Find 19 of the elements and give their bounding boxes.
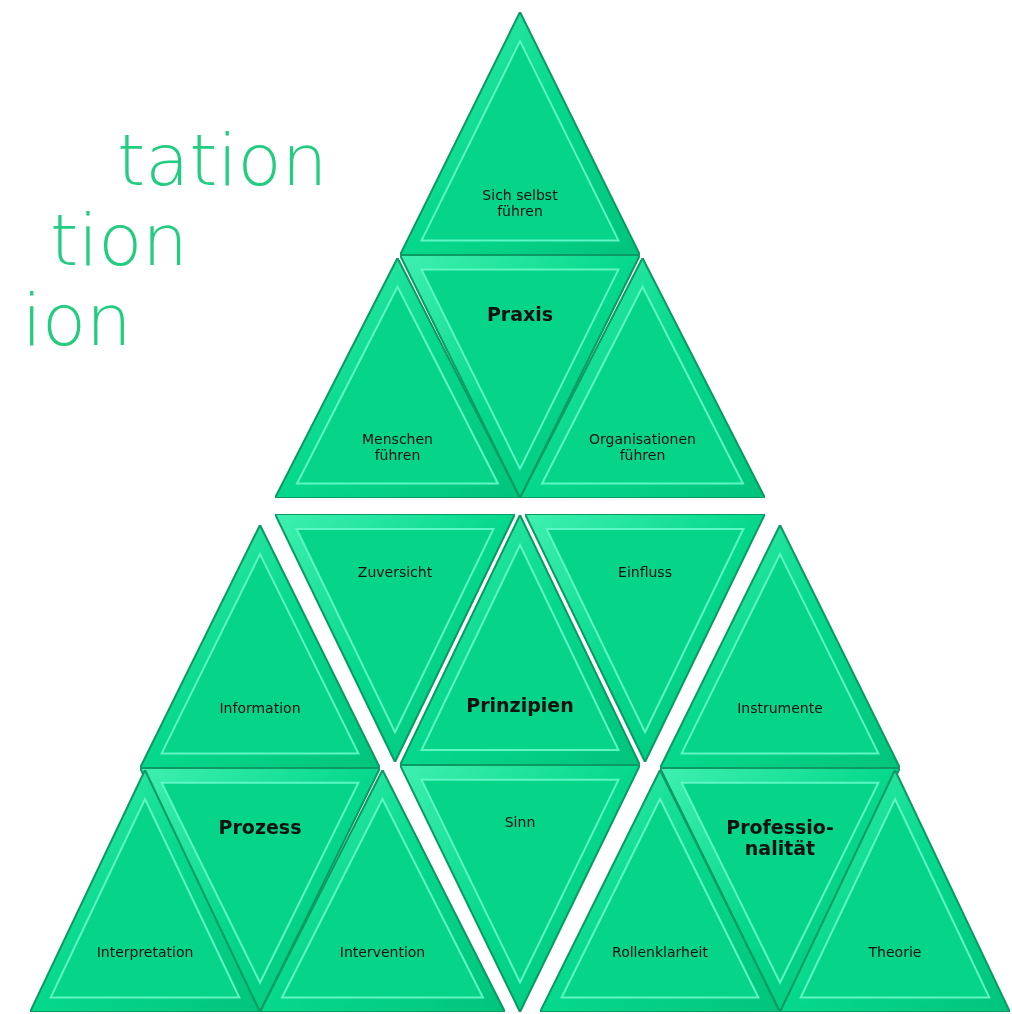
tile-label: Rollenklarheit [611, 944, 709, 961]
tile-label: Praxis [485, 303, 555, 325]
tile-label: Prinzipien [465, 695, 575, 716]
background-word: tion [50, 200, 188, 280]
tile-label: Instrumente [736, 699, 824, 716]
tile-label: Prozess [217, 816, 303, 838]
tile-label: Information [218, 699, 302, 716]
tile-label: Einfluss [617, 563, 673, 580]
tile-label: Interpretation [95, 944, 195, 961]
tile-label: Professio- nalität [725, 816, 835, 859]
tile-label: Organisationen führen [588, 430, 697, 463]
tile-label: Sinn [503, 814, 537, 831]
tile-label: Sich selbst führen [481, 186, 559, 219]
tile-label: Zuversicht [356, 563, 434, 580]
tile-label: Intervention [338, 944, 427, 961]
tile-label: Theorie [867, 944, 923, 961]
background-word: ion [22, 280, 132, 360]
background-word: tation [117, 120, 328, 200]
tile-label: Menschen führen [361, 430, 434, 463]
